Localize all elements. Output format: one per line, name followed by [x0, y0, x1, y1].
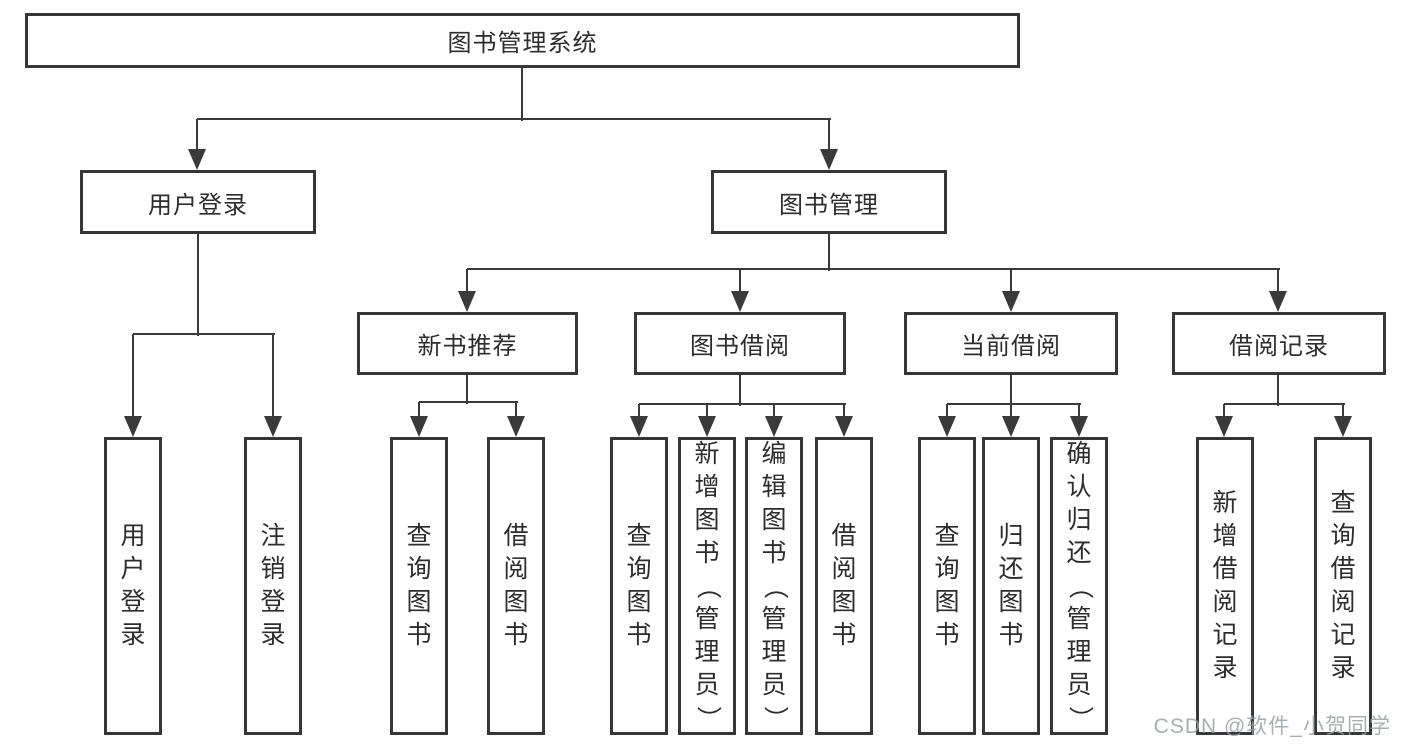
- arrow-head-icon: [1269, 291, 1287, 312]
- leaf-label: 编辑图书（管理员）: [760, 439, 789, 731]
- arrow-head-icon: [938, 416, 956, 437]
- connector-line: [466, 375, 468, 404]
- connector-line: [946, 404, 948, 421]
- connector-line: [773, 404, 775, 421]
- leaf-query-books-current: 查询图书: [918, 437, 976, 735]
- connector-line: [639, 403, 846, 405]
- connector-line: [1277, 269, 1279, 295]
- arrow-head-icon: [1002, 416, 1020, 437]
- arrow-head-icon: [410, 416, 428, 437]
- arrow-head-icon: [630, 416, 648, 437]
- connector-line: [1010, 269, 1012, 295]
- leaf-label: 新增图书（管理员）: [693, 439, 722, 731]
- connector-line: [515, 402, 517, 422]
- leaf-label: 查询图书: [406, 522, 432, 649]
- arrow-head-icon: [1215, 416, 1233, 437]
- connector-line: [1223, 404, 1225, 421]
- leaf-confirm-return-admin: 确认归还（管理员）: [1050, 437, 1108, 735]
- connector-line: [739, 375, 741, 406]
- connector-line: [196, 119, 198, 154]
- node-book-borrow: 图书借阅: [634, 312, 846, 375]
- connector-line: [706, 404, 708, 421]
- connector-line: [1010, 404, 1012, 421]
- leaf-borrow-books-recommend: 借阅图书: [487, 437, 545, 735]
- leaf-label: 归还图书: [998, 522, 1024, 649]
- arrow-head-icon: [765, 416, 783, 437]
- node-current-borrow: 当前借阅: [904, 312, 1118, 375]
- connector-line: [947, 403, 1081, 405]
- node-label: 新书推荐: [417, 333, 518, 360]
- connector-line: [1224, 403, 1345, 405]
- connector-line: [466, 269, 468, 295]
- connector-line: [1277, 375, 1279, 406]
- arrow-head-icon: [731, 291, 749, 312]
- leaf-label: 查询借阅记录: [1330, 489, 1356, 682]
- connector-line: [638, 404, 640, 421]
- leaf-label: 用户登录: [120, 522, 146, 649]
- arrow-head-icon: [124, 416, 142, 437]
- node-label: 借阅记录: [1229, 333, 1329, 360]
- leaf-user-login: 用户登录: [104, 437, 162, 735]
- arrow-head-icon: [1070, 416, 1088, 437]
- node-new-book-recommend: 新书推荐: [357, 312, 578, 375]
- connector-line: [419, 401, 518, 403]
- leaf-borrow-books: 借阅图书: [815, 437, 873, 735]
- connector-line: [467, 268, 1280, 270]
- leaf-label: 新增借阅记录: [1212, 489, 1238, 682]
- arrow-head-icon: [264, 416, 282, 437]
- connector-line: [1010, 375, 1012, 406]
- arrow-head-icon: [835, 416, 853, 437]
- leaf-query-borrow-record: 查询借阅记录: [1314, 437, 1372, 735]
- connector-line: [843, 404, 845, 421]
- leaf-return-books: 归还图书: [982, 437, 1040, 735]
- leaf-query-books-borrow: 查询图书: [610, 437, 668, 735]
- node-label: 当前借阅: [961, 333, 1061, 360]
- leaf-label: 借阅图书: [831, 522, 857, 649]
- connector-line: [828, 119, 830, 154]
- node-label: 图书管理系统: [447, 30, 598, 57]
- node-label: 图书借阅: [690, 333, 790, 360]
- leaf-add-books-admin: 新增图书（管理员）: [678, 437, 736, 735]
- node-borrow-records: 借阅记录: [1172, 312, 1386, 375]
- connector-line: [133, 333, 275, 335]
- arrow-head-icon: [698, 416, 716, 437]
- arrow-head-icon: [188, 149, 206, 170]
- node-library-system: 图书管理系统: [25, 13, 1020, 68]
- watermark: CSDN @软件_小贺同学: [1153, 715, 1391, 738]
- arrow-head-icon: [507, 416, 525, 437]
- leaf-logout: 注销登录: [244, 437, 302, 735]
- leaf-label: 查询图书: [626, 522, 652, 649]
- connector-line: [739, 269, 741, 295]
- arrow-head-icon: [458, 291, 476, 312]
- node-label: 图书管理: [779, 191, 879, 219]
- connector-line: [197, 234, 199, 336]
- node-user-login: 用户登录: [80, 170, 316, 234]
- leaf-query-books-recommend: 查询图书: [390, 437, 448, 735]
- connector-line: [1078, 404, 1080, 421]
- leaf-label: 查询图书: [934, 522, 960, 649]
- leaf-label: 注销登录: [260, 522, 286, 649]
- connector-line: [1342, 404, 1344, 421]
- connector-line: [272, 334, 274, 420]
- connector-line: [132, 334, 134, 420]
- connector-line: [418, 402, 420, 422]
- arrow-head-icon: [1334, 416, 1352, 437]
- arrow-head-icon: [1002, 291, 1020, 312]
- connector-line: [828, 234, 830, 271]
- leaf-label: 借阅图书: [503, 522, 529, 649]
- leaf-edit-books-admin: 编辑图书（管理员）: [745, 437, 803, 735]
- node-label: 用户登录: [148, 191, 248, 219]
- leaf-label: 确认归还（管理员）: [1065, 439, 1094, 731]
- arrow-head-icon: [820, 149, 838, 170]
- connector-line: [197, 118, 831, 120]
- leaf-add-borrow-record: 新增借阅记录: [1196, 437, 1254, 735]
- node-book-management: 图书管理: [711, 170, 947, 234]
- connector-line: [521, 68, 523, 121]
